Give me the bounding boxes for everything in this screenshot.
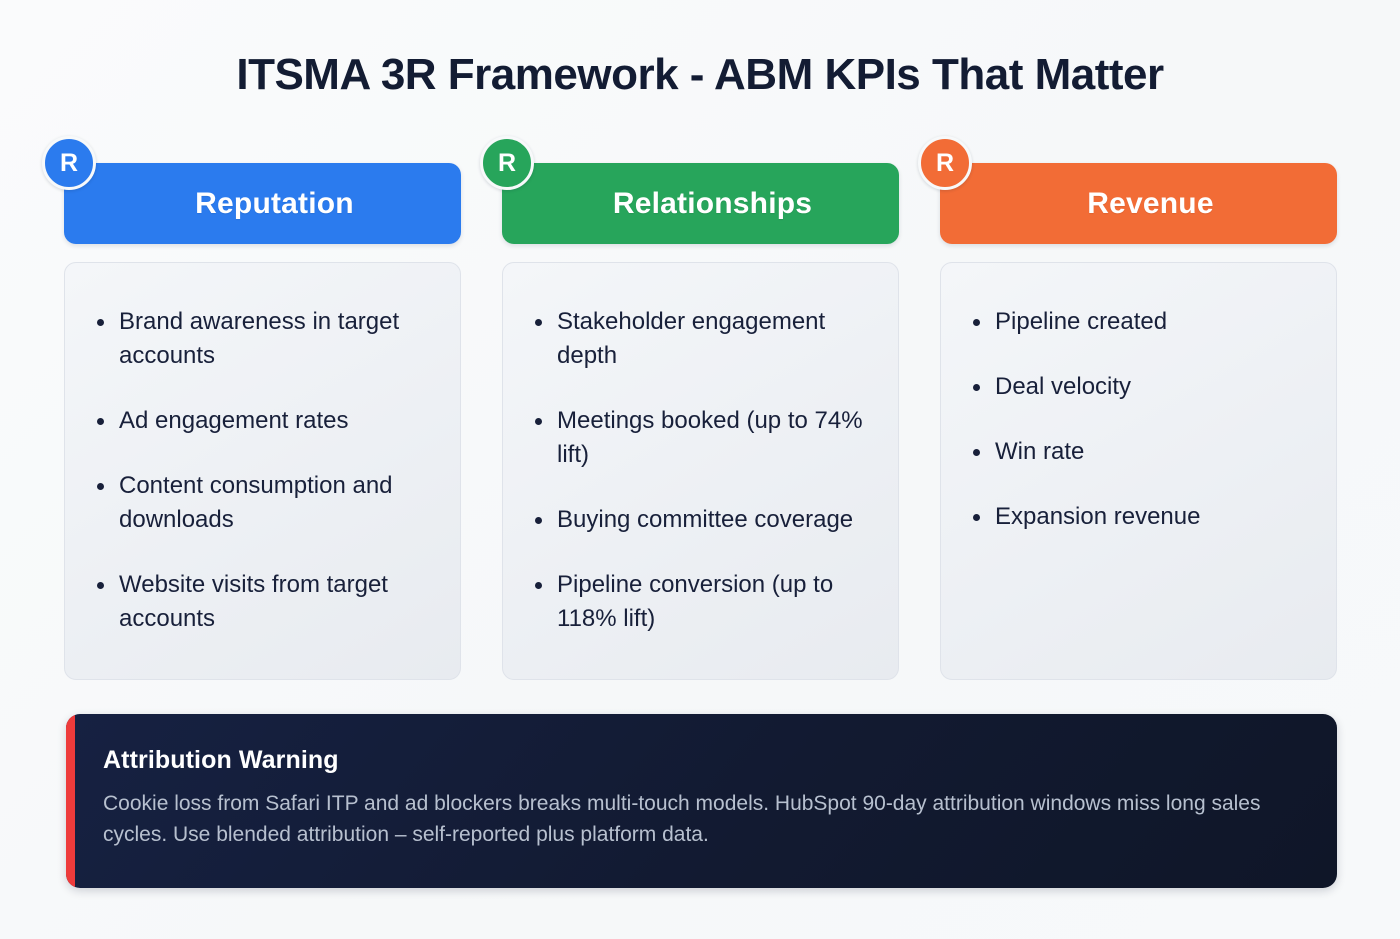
badge-icon-reputation: R: [42, 136, 96, 190]
warning-accent-bar: [66, 714, 75, 888]
kpi-card-relationships: Stakeholder engagement depth Meetings bo…: [502, 262, 899, 680]
kpi-list-reputation: Brand awareness in target accounts Ad en…: [91, 305, 434, 636]
list-item: Brand awareness in target accounts: [91, 305, 434, 373]
column-title-revenue: Revenue: [1087, 186, 1214, 220]
kpi-column-relationships: R Relationships Stakeholder engagement d…: [480, 136, 899, 680]
column-title-relationships: Relationships: [612, 186, 813, 220]
list-item: Buying committee coverage: [529, 503, 872, 537]
list-item: Expansion revenue: [967, 500, 1310, 534]
list-item: Pipeline conversion (up to 118% lift): [529, 568, 872, 636]
column-header-revenue[interactable]: R Revenue: [918, 136, 1337, 244]
column-header-relationships[interactable]: R Relationships: [480, 136, 899, 244]
kpi-card-revenue: Pipeline created Deal velocity Win rate …: [940, 262, 1337, 680]
kpi-column-reputation: R Reputation Brand awareness in target a…: [42, 136, 461, 680]
list-item: Win rate: [967, 435, 1310, 469]
badge-icon-relationships: R: [480, 136, 534, 190]
warning-title: Attribution Warning: [103, 746, 339, 774]
badge-letter: R: [497, 148, 517, 177]
list-item: Meetings booked (up to 74% lift): [529, 404, 872, 472]
kpi-list-revenue: Pipeline created Deal velocity Win rate …: [967, 305, 1310, 534]
list-item: Stakeholder engagement depth: [529, 305, 872, 373]
warning-body-text: Cookie loss from Safari ITP and ad block…: [103, 792, 1261, 846]
list-item: Ad engagement rates: [91, 404, 434, 438]
list-item: Pipeline created: [967, 305, 1310, 339]
kpi-column-revenue: R Revenue Pipeline created Deal velocity…: [918, 136, 1337, 680]
badge-icon-revenue: R: [918, 136, 972, 190]
attribution-warning-callout: Attribution Warning Cookie loss from Saf…: [66, 714, 1337, 888]
badge-letter: R: [59, 148, 79, 177]
column-header-reputation[interactable]: R Reputation: [42, 136, 461, 244]
list-item: Deal velocity: [967, 370, 1310, 404]
kpi-card-reputation: Brand awareness in target accounts Ad en…: [64, 262, 461, 680]
column-title-reputation: Reputation: [195, 186, 354, 220]
page-title: ITSMA 3R Framework - ABM KPIs That Matte…: [236, 50, 1164, 99]
warning-content: Attribution Warning Cookie loss from Saf…: [66, 714, 1337, 850]
list-item: Content consumption and downloads: [91, 469, 434, 537]
kpi-list-relationships: Stakeholder engagement depth Meetings bo…: [529, 305, 872, 636]
list-item: Website visits from target accounts: [91, 568, 434, 636]
kpi-columns: R Reputation Brand awareness in target a…: [42, 136, 1337, 680]
badge-letter: R: [935, 148, 955, 177]
